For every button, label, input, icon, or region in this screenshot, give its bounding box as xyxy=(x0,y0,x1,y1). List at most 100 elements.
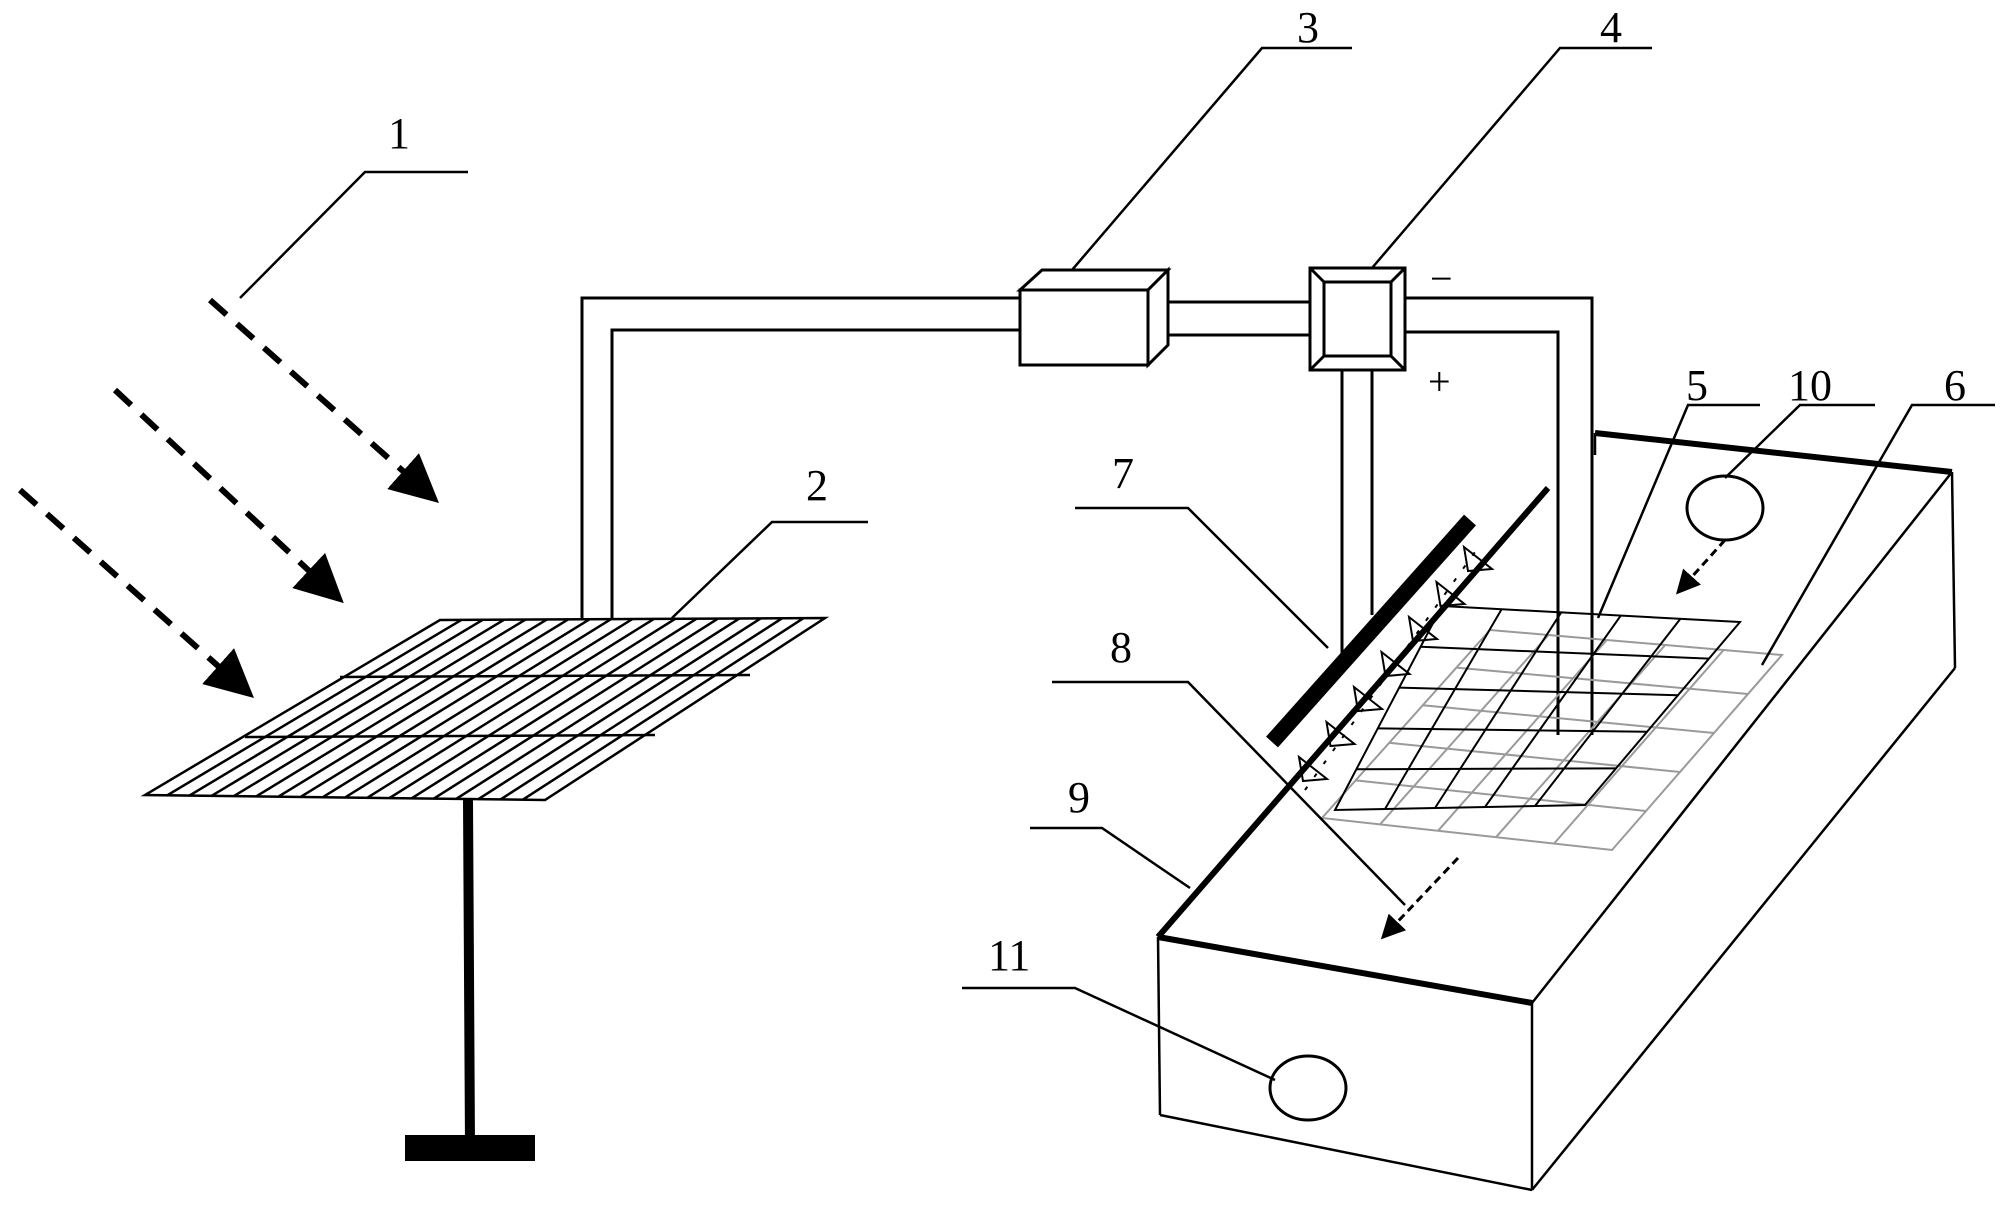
solar-panel-cell-strips xyxy=(166,617,805,801)
solar-cell-divider xyxy=(188,618,484,797)
label-3: 3 xyxy=(1297,3,1319,52)
cables xyxy=(580,296,1594,735)
cathode-mesh-back-wire xyxy=(1553,649,1725,845)
anode-teeth xyxy=(1297,544,1495,783)
solar-cell-divider xyxy=(455,617,741,800)
cathode-mesh-back-wire xyxy=(1422,704,1715,734)
cathode-mesh-front xyxy=(1333,604,1743,812)
anode-tooth xyxy=(1462,544,1495,573)
solar-cell-divider xyxy=(366,617,655,799)
cathode-mesh-back-wire xyxy=(1495,644,1666,838)
cathode-mesh-front-wire xyxy=(1484,615,1622,808)
cathode-mesh-front-frame xyxy=(1333,604,1743,812)
anode-tooth xyxy=(1407,614,1440,643)
power-unit-bevel-bl xyxy=(1308,354,1326,372)
controller-box-top xyxy=(1016,268,1172,292)
power-unit-box xyxy=(1308,266,1407,372)
cathode-mesh-front-wire xyxy=(1377,727,1648,733)
anode-tooth xyxy=(1352,684,1385,713)
cathode-mesh-back-wire xyxy=(1437,639,1608,832)
solar-panel-row-divider-2 xyxy=(244,733,656,739)
cable-panel-outer xyxy=(580,296,1020,618)
leader-lines xyxy=(239,46,1995,1082)
leader-1 xyxy=(239,170,468,299)
leader-6 xyxy=(1760,403,1995,666)
anode-tooth xyxy=(1325,719,1358,748)
solar-cell-divider xyxy=(322,618,612,799)
solar-cell-divider xyxy=(433,617,719,800)
tank-rim-right xyxy=(1531,471,1953,1004)
anode-plate xyxy=(1266,514,1476,748)
tank-bottom-right xyxy=(1531,667,1956,1191)
tank-bottom-front xyxy=(1159,1113,1533,1192)
cathode-mesh-front-wire xyxy=(1420,645,1710,660)
solar-panel-pole xyxy=(463,799,475,1149)
cathode-mesh-back-wire xyxy=(1389,741,1681,773)
solar-panel-row-divider-1 xyxy=(339,673,751,679)
cathode-mesh-front-wire xyxy=(1534,618,1682,807)
controller-box-front xyxy=(1018,288,1150,367)
cathode-mesh-front-wire xyxy=(1356,767,1617,771)
solar-cell-divider xyxy=(277,618,569,798)
outlet-port xyxy=(1268,1054,1348,1122)
label-5: 5 xyxy=(1686,361,1708,410)
flow-arrow-outlet xyxy=(1380,856,1460,940)
sun-ray-3 xyxy=(18,487,254,698)
tank-rim-back xyxy=(1594,430,1953,475)
tank-rim-front xyxy=(1157,934,1533,1006)
inlet-port xyxy=(1685,474,1765,542)
flow-arrow-inlet xyxy=(1675,538,1727,595)
leader-5 xyxy=(1596,403,1760,619)
cathode-mesh-front-wire xyxy=(1384,608,1503,810)
cable-negative-outer xyxy=(1405,296,1594,735)
solar-cell-divider xyxy=(477,617,762,801)
leader-10 xyxy=(1724,403,1875,479)
positive-sign: + xyxy=(1428,359,1451,404)
power-unit-bevel-tl xyxy=(1308,266,1326,284)
power-unit-bevel-tr xyxy=(1389,266,1407,284)
solar-panel xyxy=(140,616,830,802)
controller-box xyxy=(1016,266,1172,369)
sun-ray-1 xyxy=(208,297,439,503)
label-1: 1 xyxy=(388,109,410,158)
power-unit-inner xyxy=(1322,280,1393,358)
leader-8 xyxy=(1052,680,1406,906)
solar-cell-divider xyxy=(211,618,505,797)
leader-4 xyxy=(1371,46,1652,269)
cathode-mesh-back-frame xyxy=(1319,628,1785,852)
cable-panel-inner xyxy=(610,328,1020,618)
anode-tooth xyxy=(1297,754,1330,783)
anode-tooth xyxy=(1435,579,1468,608)
leader-11 xyxy=(962,986,1276,1082)
solar-cell-divider xyxy=(255,618,548,798)
cathode-mesh-front-wire xyxy=(1399,686,1679,697)
label-2: 2 xyxy=(806,461,828,510)
cable-negative-inner xyxy=(1405,330,1560,735)
sun-ray-2 xyxy=(112,387,344,604)
tank-edge-back-right xyxy=(1950,471,1957,669)
cathode-mesh-back-wire xyxy=(1355,779,1647,812)
label-7: 7 xyxy=(1112,449,1134,498)
leader-7 xyxy=(1075,506,1329,649)
solar-cell-divider xyxy=(299,618,591,799)
leader-9 xyxy=(1030,826,1191,890)
label-9: 9 xyxy=(1068,773,1090,822)
flow-arrows xyxy=(1380,538,1727,940)
label-11: 11 xyxy=(988,931,1030,980)
cathode-mesh-back-wire xyxy=(1456,666,1749,695)
label-10: 10 xyxy=(1788,361,1832,410)
label-4: 4 xyxy=(1600,3,1622,52)
negative-sign: − xyxy=(1430,256,1453,301)
cathode-mesh-front-wire xyxy=(1434,611,1563,809)
solar-cell-divider xyxy=(499,617,783,801)
cathode-mesh-back xyxy=(1319,628,1785,852)
anode-dash-line xyxy=(1304,544,1481,791)
label-8: 8 xyxy=(1110,623,1132,672)
solar-cell-divider xyxy=(344,617,634,799)
leader-3 xyxy=(1071,46,1352,271)
solar-cell-divider xyxy=(166,618,463,797)
leader-2 xyxy=(671,520,868,619)
solar-cell-divider xyxy=(388,617,676,800)
solar-panel-base xyxy=(405,1135,535,1161)
